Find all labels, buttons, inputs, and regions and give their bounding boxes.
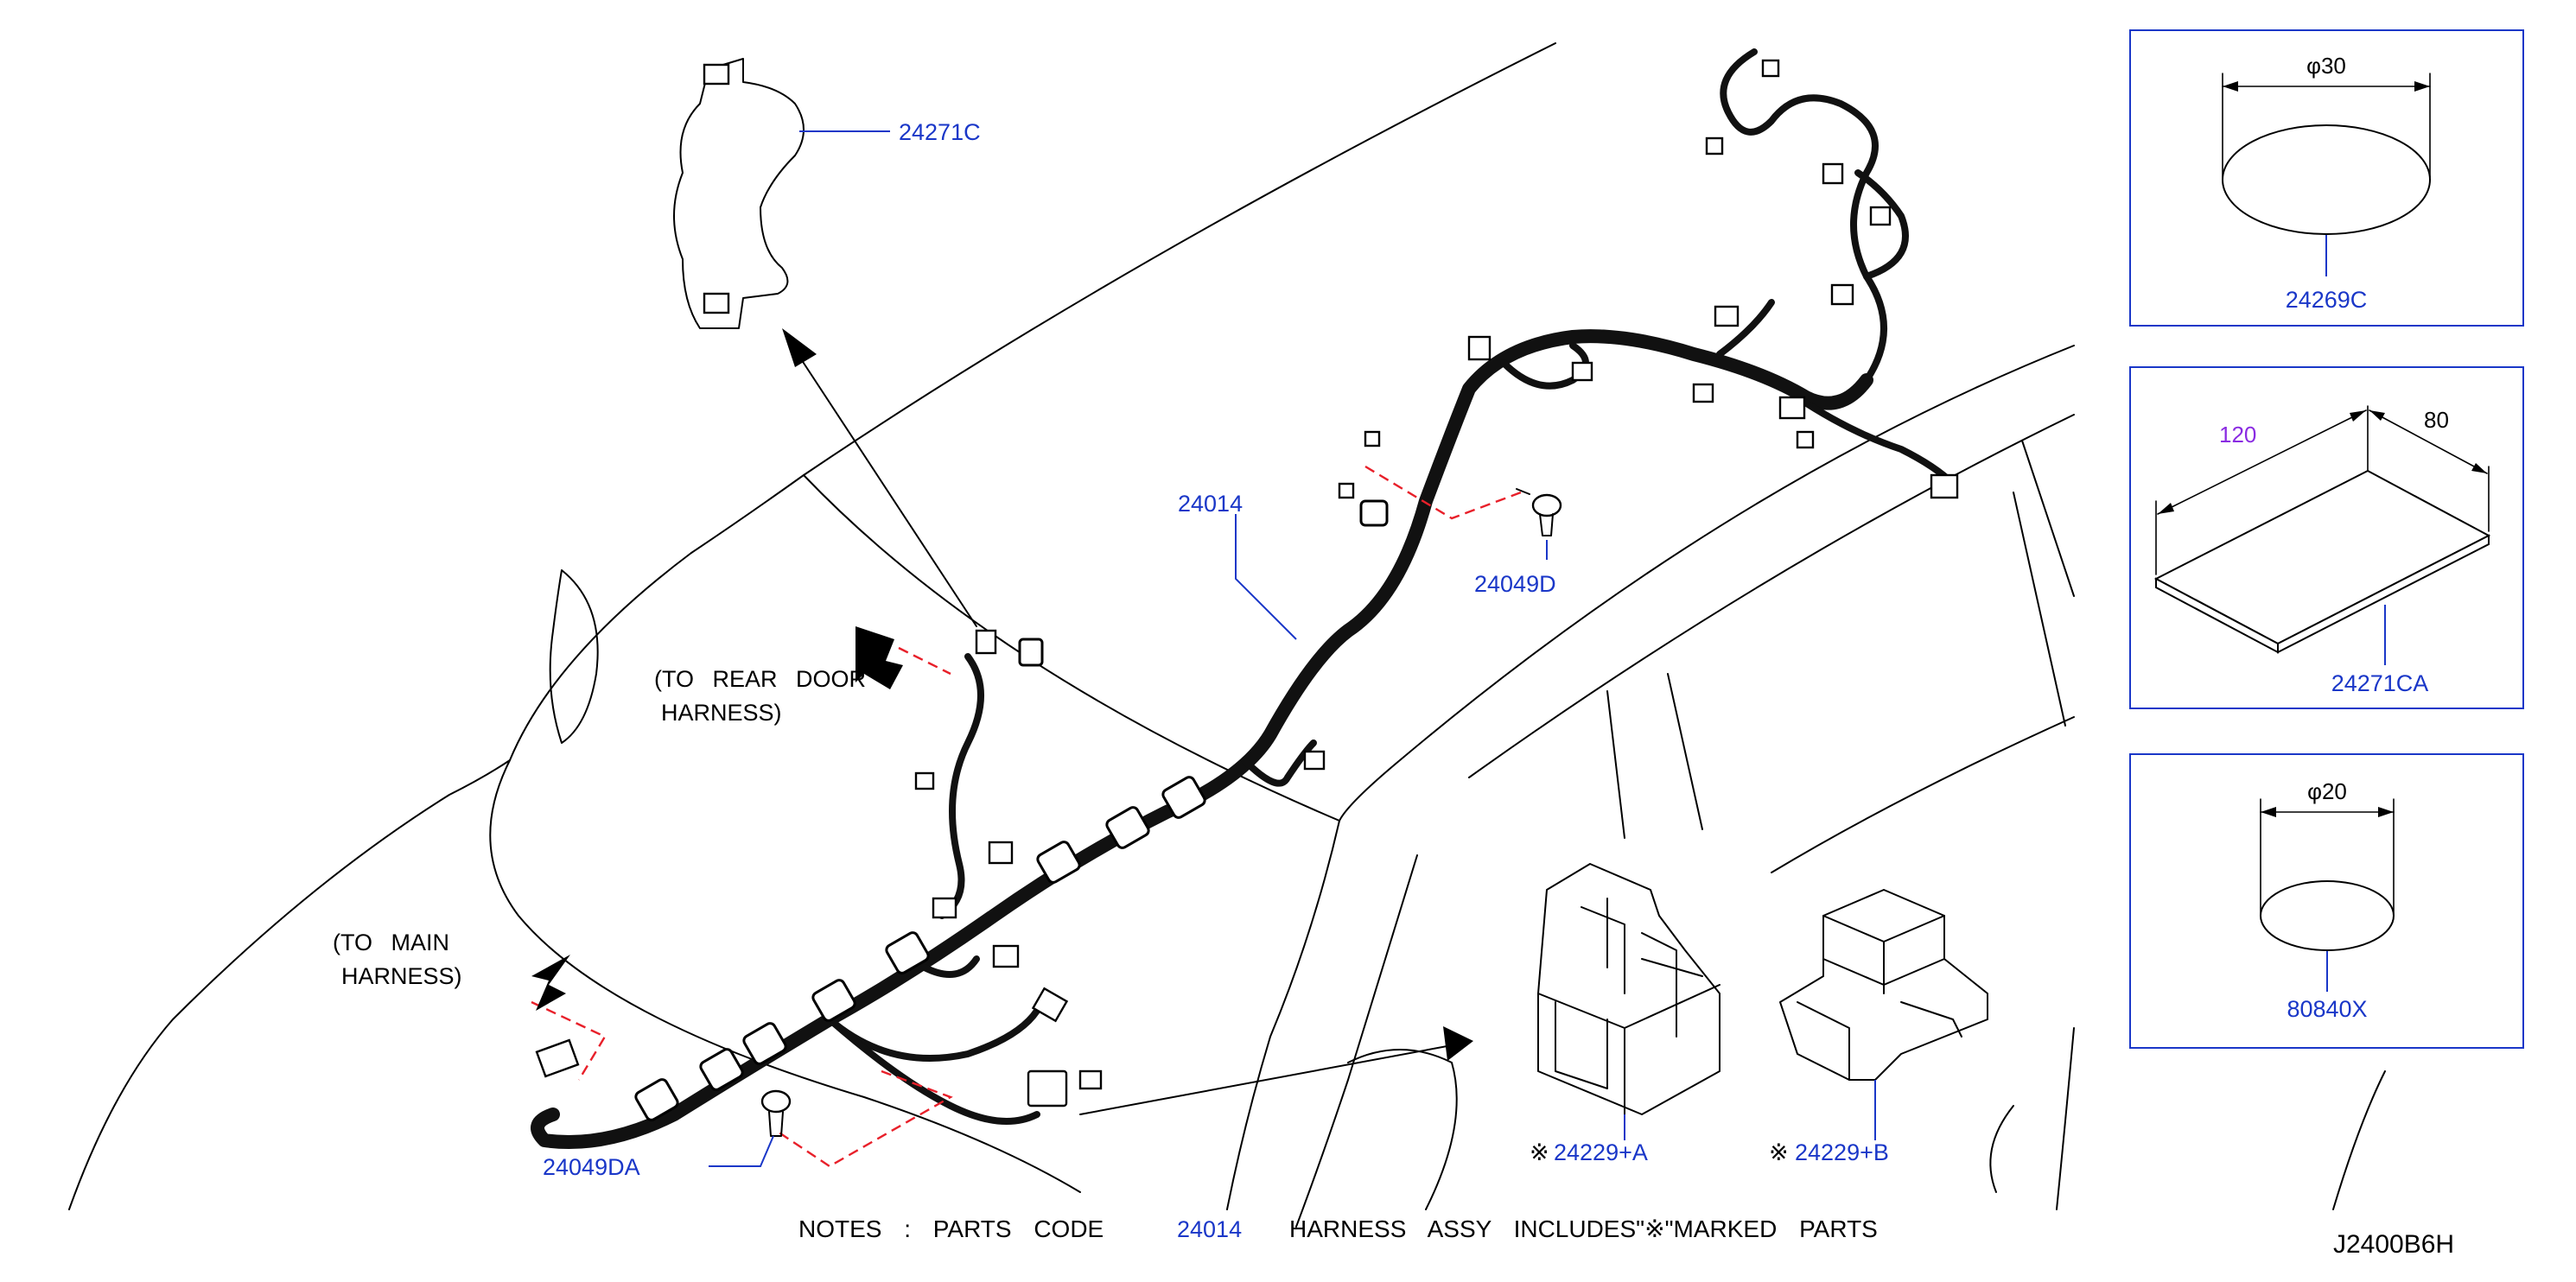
diagram-code: J2400B6H [2333, 1230, 2454, 1259]
main-harness-label-line2: HARNESS) [341, 963, 462, 989]
notes-prefix: NOTES : PARTS CODE [798, 1215, 1104, 1242]
harness-connectors [535, 59, 1959, 1107]
detail-box-24269C [2129, 29, 2524, 327]
part-label-24271C: 24271C [899, 119, 981, 145]
leader-lines [709, 130, 1876, 1167]
notes-parts-code: 24014 [1177, 1216, 1242, 1242]
rear-door-harness-label-line1: (TO REAR DOOR [654, 666, 866, 692]
main-harness-label-line1: (TO MAIN [333, 930, 449, 955]
part-label-24269C: 24269C [2286, 287, 2368, 313]
bolt-24049D [1516, 488, 1562, 536]
relay-24229A [1537, 863, 1721, 1115]
dimension-phi20: φ20 [2307, 778, 2347, 804]
vehicle-body-outline [68, 42, 2386, 1228]
rear-door-harness-label-line2: HARNESS) [661, 700, 782, 726]
dimension-120: 120 [2219, 422, 2256, 447]
part-label-24049D: 24049D [1474, 571, 1556, 597]
harness-clamps [634, 499, 1389, 1121]
relay-24229B [1779, 889, 1988, 1081]
clip-24271C [673, 58, 805, 329]
part-label-24229B: 24229+B [1795, 1139, 1889, 1165]
dimension-phi30: φ30 [2306, 53, 2346, 79]
location-dash-lines [531, 465, 1522, 1168]
detail-box-80840X [2129, 753, 2524, 1049]
detail-box-24271CA [2129, 366, 2524, 709]
marked-symbol-b: ※ [1769, 1139, 1789, 1165]
part-label-24049DA: 24049DA [543, 1154, 640, 1180]
part-label-24014: 24014 [1178, 491, 1243, 517]
part-label-80840X: 80840X [2287, 996, 2367, 1022]
dimension-80: 80 [2424, 407, 2449, 433]
part-label-24271CA: 24271CA [2331, 670, 2429, 696]
notes-suffix: HARNESS ASSY INCLUDES"※"MARKED PARTS [1289, 1215, 1878, 1242]
pointer-arrows [531, 328, 1473, 1115]
part-label-24229A: 24229+A [1554, 1139, 1648, 1165]
marked-symbol-a: ※ [1530, 1139, 1549, 1165]
bolt-24049DA [760, 1089, 792, 1137]
